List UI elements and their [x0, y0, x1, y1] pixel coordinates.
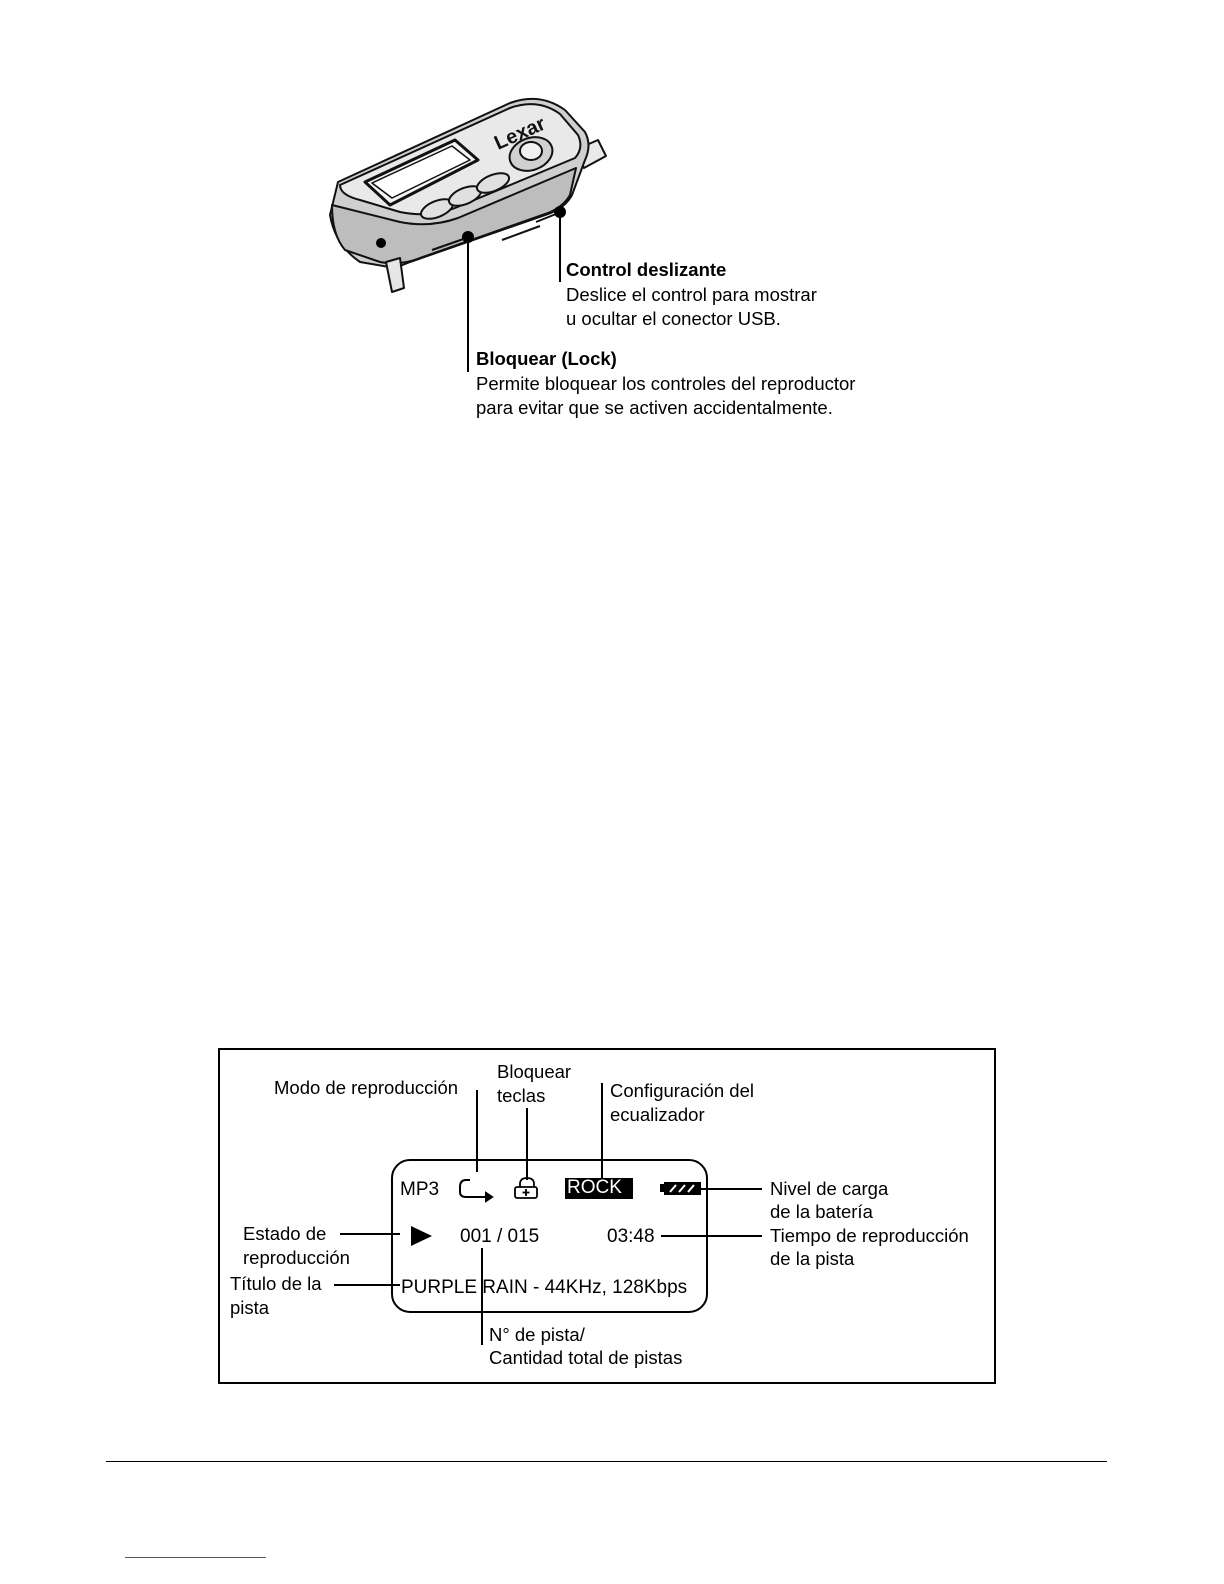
label-eq-2: ecualizador [610, 1104, 705, 1125]
label-time-2: de la pista [770, 1248, 855, 1269]
lcd-track-title: PURPLE RAIN - 44KHz, 128Kbps [401, 1277, 688, 1298]
label-title-1: Título de la [230, 1273, 322, 1294]
lock-icon [514, 1177, 538, 1199]
lcd-eq-setting: ROCK [567, 1177, 622, 1198]
slide-control-title: Control deslizante [566, 259, 727, 280]
lock-desc-2: para evitar que se activen accidentalmen… [476, 397, 833, 418]
mp3-player-drawing [329, 97, 607, 293]
lcd-track-time: 03:48 [607, 1226, 655, 1247]
battery-icon [660, 1182, 701, 1195]
lcd-track-number: 001 / 015 [460, 1226, 540, 1247]
lock-title: Bloquear (Lock) [476, 348, 617, 369]
label-track-2: Cantidad total de pistas [489, 1347, 683, 1368]
repeat-icon [459, 1179, 494, 1203]
label-battery-2: de la batería [770, 1201, 873, 1222]
lcd-format: MP3 [400, 1179, 440, 1200]
slide-control-desc-2: u ocultar el conector USB. [566, 308, 781, 329]
device-illustration: Lexar [0, 0, 1224, 440]
label-state-1: Estado de [243, 1223, 327, 1244]
label-title-2: pista [230, 1297, 270, 1318]
label-battery-1: Nivel de carga [770, 1178, 889, 1199]
label-play-mode: Modo de reproducción [274, 1077, 459, 1098]
play-icon [411, 1226, 432, 1246]
footer-divider [106, 1461, 1107, 1462]
display-diagram-frame [218, 1048, 996, 1384]
label-time-1: Tiempo de reproducción [770, 1225, 969, 1246]
label-lock-keys-2: teclas [497, 1085, 546, 1106]
lock-desc-1: Permite bloquear los controles del repro… [476, 373, 856, 394]
jack-dot [376, 238, 386, 248]
label-state-2: reproducción [243, 1247, 350, 1268]
slide-control-desc-1: Deslice el control para mostrar [566, 284, 817, 305]
eq-highlight [565, 1178, 633, 1199]
label-eq-1: Configuración del [610, 1080, 754, 1101]
label-lock-keys-1: Bloquear [497, 1061, 572, 1082]
label-track-1: N° de pista/ [489, 1324, 585, 1345]
footer-link-underline [125, 1557, 266, 1558]
